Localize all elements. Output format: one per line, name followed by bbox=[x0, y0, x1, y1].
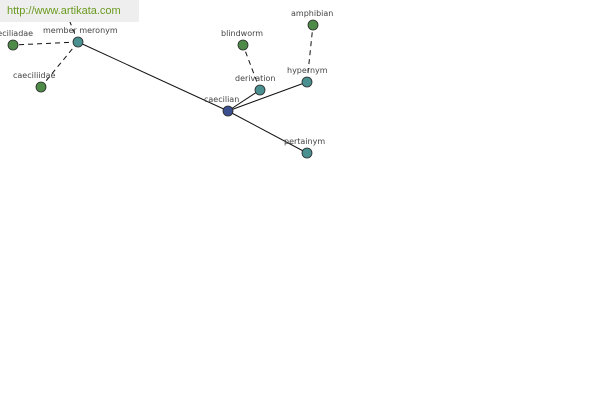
node-circle-pertainym[interactable] bbox=[301, 147, 313, 159]
edge-member-meronym-caeciliidae bbox=[40, 41, 79, 88]
node-circle-blindworm[interactable] bbox=[237, 39, 249, 51]
edge-caecilian-member-meronym bbox=[77, 41, 229, 112]
node-amphibian[interactable]: amphibian bbox=[291, 9, 333, 31]
node-circle-caeciliidae[interactable] bbox=[35, 81, 47, 93]
node-label-derivation[interactable]: derivation bbox=[235, 74, 275, 83]
node-label-pertainym[interactable]: pertainym bbox=[284, 137, 325, 146]
node-pertainym[interactable]: pertainym bbox=[284, 137, 325, 159]
edge-member-meronym-caeciliadae bbox=[12, 41, 79, 46]
node-label-member-meronym[interactable]: member meronym bbox=[43, 26, 118, 35]
node-label-caecilian[interactable]: caecilian bbox=[204, 95, 239, 104]
node-label-blindworm[interactable]: blindworm bbox=[221, 29, 263, 38]
node-label-hypernym[interactable]: hypernym bbox=[287, 66, 328, 75]
node-circle-caeciliadae[interactable] bbox=[7, 39, 19, 51]
node-blindworm[interactable]: blindworm bbox=[221, 29, 263, 51]
node-circle-caecilian[interactable] bbox=[222, 105, 234, 117]
node-circle-hypernym[interactable] bbox=[301, 76, 313, 88]
node-caeciliidae[interactable]: caeciliidae bbox=[13, 71, 55, 93]
edges-layer bbox=[12, 11, 314, 154]
edge-caecilian-hypernym bbox=[227, 81, 308, 112]
nodes-layer: caecilian member meronym derivation hyperny… bbox=[0, 9, 333, 159]
node-circle-derivation[interactable] bbox=[254, 84, 266, 96]
node-label-caeciliidae[interactable]: caeciliidae bbox=[13, 71, 55, 80]
node-circle-member-meronym[interactable] bbox=[72, 36, 84, 48]
edge-derivation-blindworm bbox=[242, 44, 261, 91]
edge-hypernym-amphibian bbox=[306, 24, 314, 83]
node-hypernym[interactable]: hypernym bbox=[287, 66, 328, 88]
node-label-amphibian[interactable]: amphibian bbox=[291, 9, 333, 18]
node-derivation[interactable]: derivation bbox=[235, 74, 275, 96]
node-label-caeciliadae[interactable]: caeciliadae bbox=[0, 29, 33, 38]
node-circle-amphibian[interactable] bbox=[307, 19, 319, 31]
node-caecilian[interactable]: caecilian bbox=[204, 95, 239, 117]
node-caeciliadae[interactable]: caeciliadae bbox=[0, 29, 33, 51]
site-watermark[interactable]: http://www.artikata.com bbox=[0, 0, 139, 22]
edge-caecilian-pertainym bbox=[227, 110, 308, 154]
node-member-meronym[interactable]: member meronym bbox=[43, 26, 118, 48]
edge-caecilian-derivation bbox=[227, 89, 261, 112]
